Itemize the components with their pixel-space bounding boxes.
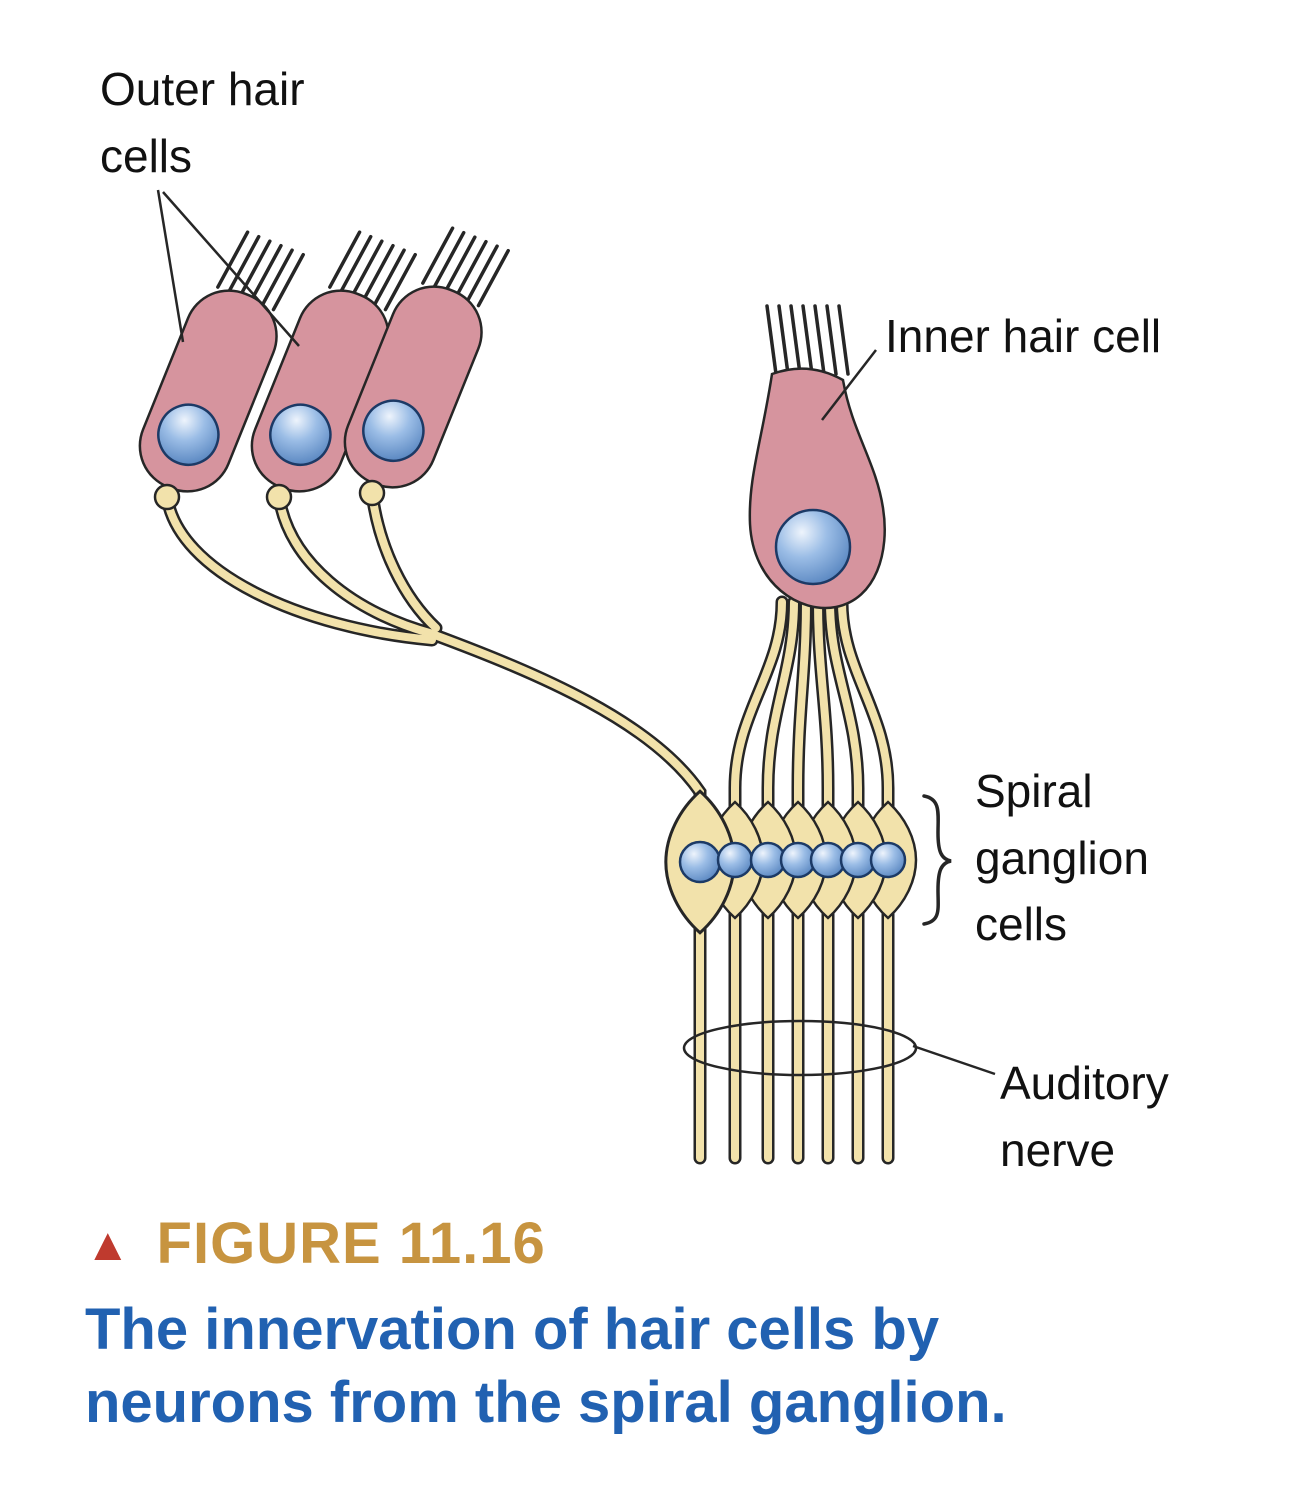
- figure-triangle-icon: ▲: [85, 1217, 131, 1270]
- cell-nucleus: [157, 403, 220, 467]
- spiral-ganglion-brace: [922, 794, 952, 926]
- synaptic-knob: [265, 483, 293, 511]
- label-auditory-nerve: Auditory nerve: [1000, 1057, 1169, 1176]
- figure-caption-text: The innervation of hair cells by neurons…: [85, 1297, 1007, 1436]
- outer-hair-cell: [138, 230, 305, 493]
- pointer-line-auditory-nerve: [912, 1044, 996, 1076]
- ganglion-nucleus: [678, 840, 722, 884]
- cell-nucleus: [774, 508, 852, 586]
- pointer-line-outer-1: [156, 189, 185, 343]
- outer-hair-cell: [250, 230, 417, 493]
- stereocilia: [216, 230, 250, 289]
- cell-nucleus: [269, 403, 332, 467]
- outer-hair-cell: [343, 226, 510, 489]
- cell-nucleus: [362, 399, 425, 463]
- spiral-ganglion-cells: [664, 789, 918, 935]
- label-outer-hair-cells: Outer hair cells: [100, 63, 305, 182]
- label-spiral-ganglion-cells: Spiral ganglion cells: [975, 765, 1149, 951]
- pointer-line-outer-2: [162, 191, 300, 347]
- figure-number: FIGURE 11.16: [156, 1211, 546, 1276]
- label-inner-hair-cell: Inner hair cell: [885, 310, 1162, 362]
- inner-hair-cell: [748, 304, 886, 610]
- synaptic-knob: [153, 483, 181, 511]
- figure-caption-head: ▲ FIGURE 11.16: [85, 1210, 1235, 1277]
- pointer-line-inner: [821, 349, 877, 421]
- synaptic-knob: [358, 479, 386, 507]
- figure-caption: ▲ FIGURE 11.16 The innervation of hair c…: [85, 1210, 1235, 1439]
- outer-hair-cells-group: [138, 226, 510, 511]
